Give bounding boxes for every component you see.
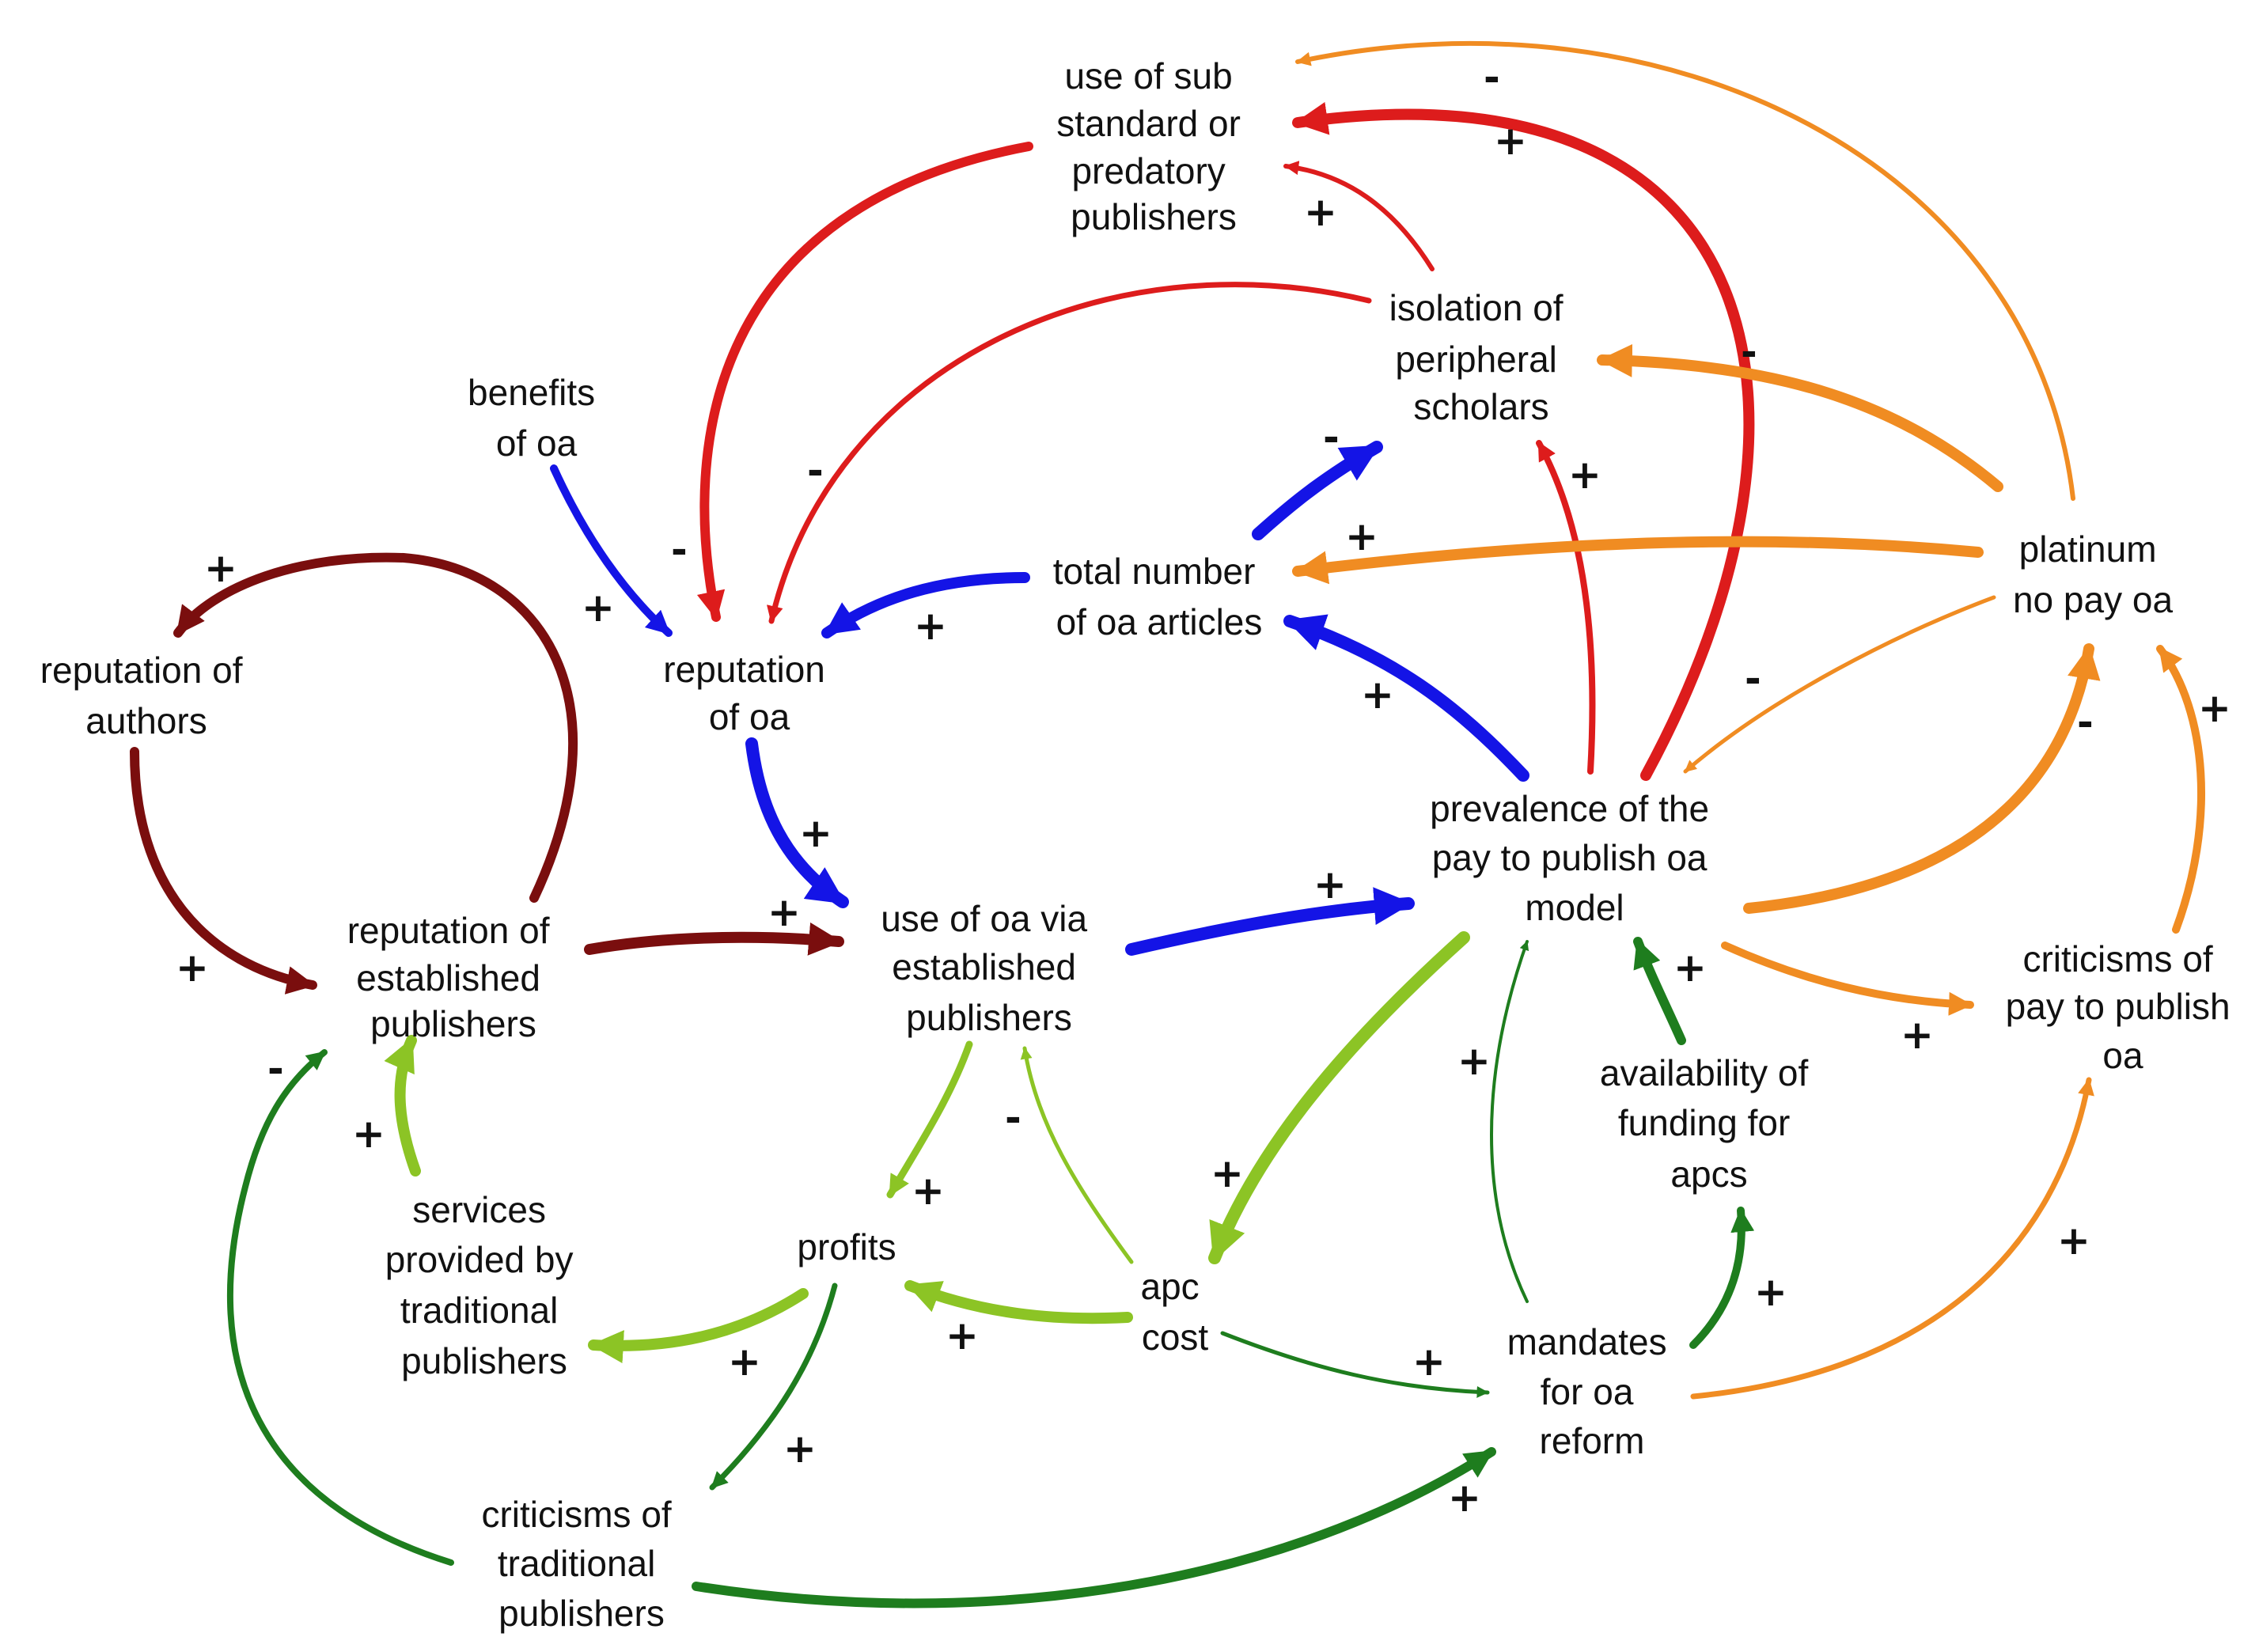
polarity-sign: +: [352, 1111, 385, 1157]
arrow-mandates-to-criticisms-pay: [1690, 1077, 2094, 1400]
arrow-services-to-rep-established: [384, 1035, 421, 1176]
arrow-rep-authors-to-rep-established: [130, 747, 317, 995]
polarity-signs: - + + - - - + + - + + + - - + + + + + + …: [176, 55, 2231, 1521]
polarity-sign: +: [582, 585, 615, 631]
polarity-sign: +: [728, 1339, 761, 1385]
polarity-sign: -: [1005, 1095, 1021, 1141]
polarity-sign: +: [946, 1313, 979, 1358]
arrow-apc-cost-to-use-established: [1020, 1046, 1134, 1264]
polarity-sign: +: [1313, 862, 1347, 907]
node-availability-of-funding-for-apcs: availability of funding for apcs: [1600, 1052, 1818, 1195]
polarity-sign: +: [1457, 1038, 1491, 1084]
arrow-criticisms-trad-to-rep-established: [226, 1049, 454, 1566]
arrow-use-established-to-profits: [886, 1040, 973, 1199]
node-reputation-of-authors: reputation of authors: [40, 650, 253, 741]
arrow-criticisms-trad-to-mandates: [692, 1447, 1496, 1608]
polarity-sign: +: [1304, 189, 1337, 235]
arrow-profits-to-criticisms-trad: [709, 1283, 838, 1491]
polarity-sign: -: [1323, 415, 1340, 460]
node-mandates-for-oa-reform: mandates for oa reform: [1507, 1321, 1677, 1461]
polarity-sign: +: [2198, 685, 2231, 731]
arrow-platinum-to-isolation: [1597, 343, 2003, 492]
arrow-total-oa-to-isolation: [1252, 441, 1383, 540]
arrow-prevalence-to-substandard: [1292, 101, 1755, 781]
arrow-benefits-to-reputation-oa: [550, 464, 673, 637]
polarity-sign: +: [914, 603, 947, 649]
node-reputation-of-established-publishers: reputation of established publishers: [347, 910, 560, 1044]
polarity-sign: -: [807, 448, 824, 494]
polarity-sign: +: [1568, 452, 1601, 498]
arrow-rep-established-to-rep-authors: [173, 552, 578, 903]
arrow-availability-to-prevalence: [1633, 937, 1686, 1045]
node-criticisms-of-pay-to-publish-oa: criticisms of pay to publish oa: [2006, 938, 2241, 1076]
polarity-sign: -: [2077, 699, 2094, 745]
arrow-platinum-to-prevalence: [1683, 595, 1996, 774]
node-prevalence-of-pay-to-publish: prevalence of the pay to publish oa mode…: [1430, 788, 1719, 928]
arrow-total-oa-to-reputation-oa: [821, 572, 1030, 638]
polarity-sign: +: [1673, 945, 1707, 991]
polarity-sign: -: [1741, 329, 1757, 375]
arrow-apc-cost-to-mandates: [1220, 1331, 1490, 1398]
node-substandard-publishers: use of sub standard or predatory publish…: [1056, 55, 1250, 237]
arrow-mandates-to-prevalence: [1490, 940, 1529, 1303]
arrow-reputation-oa-to-use-established: [745, 737, 849, 908]
polarity-sign: -: [671, 527, 688, 573]
arrow-use-established-to-prevalence: [1125, 887, 1415, 956]
node-criticisms-of-traditional-publishers: criticisms of traditional publishers: [481, 1494, 681, 1634]
polarity-sign: +: [1361, 672, 1394, 718]
polarity-sign: +: [2057, 1218, 2090, 1264]
node-platinum-no-pay-oa: platinum no pay oa: [2013, 529, 2173, 620]
node-isolation-of-peripheral-scholars: isolation of peripheral scholars: [1389, 287, 1574, 427]
arrow-substandard-to-reputation-oa: [696, 142, 1033, 622]
arrow-isolation-to-substandard: [1283, 161, 1435, 271]
polarity-sign: -: [267, 1046, 284, 1092]
polarity-sign: +: [1494, 118, 1527, 164]
polarity-sign: +: [176, 945, 209, 991]
arrow-prevalence-to-isolation: [1536, 440, 1596, 775]
node-benefits-of-oa: benefits of oa: [468, 372, 605, 464]
node-total-number-of-oa-articles: total number of oa articles: [1053, 551, 1265, 642]
arrow-prevalence-to-apc-cost: [1208, 931, 1470, 1264]
node-use-of-oa-via-established-publishers: use of oa via established publishers: [881, 898, 1097, 1038]
arrow-profits-to-services: [588, 1288, 809, 1364]
polarity-sign: +: [204, 545, 237, 591]
arrow-prevalence-to-total-oa: [1283, 614, 1529, 782]
polarity-sign: +: [1754, 1269, 1787, 1315]
polarity-sign: -: [1484, 55, 1500, 100]
node-apc-cost: apc cost: [1141, 1266, 1210, 1358]
node-services-provided-by-traditional-publishers: services provided by traditional publish…: [385, 1189, 584, 1381]
arrow-criticisms-pay-to-platinum: [2156, 645, 2205, 934]
polarity-sign: +: [912, 1168, 945, 1214]
arrow-platinum-to-substandard: [1295, 40, 2075, 501]
polarity-sign: +: [768, 889, 801, 935]
polarity-sign: +: [1345, 513, 1378, 559]
node-labels: use of sub standard or predatory publish…: [40, 55, 2241, 1634]
arrow-rep-established-to-use-established: [584, 922, 844, 956]
polarity-sign: +: [1412, 1339, 1446, 1385]
arrow-prevalence-to-platinum: [1743, 643, 2101, 914]
arrow-apc-cost-to-profits: [904, 1280, 1133, 1324]
polarity-sign: +: [799, 810, 832, 856]
polarity-sign: +: [1901, 1012, 1934, 1058]
node-reputation-of-oa: reputation of oa: [663, 649, 835, 737]
polarity-sign: +: [1448, 1475, 1481, 1521]
polarity-sign: +: [783, 1426, 817, 1472]
arrow-layer: [130, 40, 2205, 1608]
arrow-isolation-to-reputation-oa: [767, 282, 1372, 624]
node-profits: profits: [797, 1226, 896, 1267]
polarity-sign: +: [1211, 1150, 1244, 1196]
arrow-prevalence-to-criticisms-pay: [1721, 942, 1974, 1016]
arrow-mandates-to-availability: [1689, 1207, 1755, 1349]
polarity-sign: -: [1745, 656, 1761, 702]
arrow-platinum-to-total-oa: [1292, 536, 1984, 585]
